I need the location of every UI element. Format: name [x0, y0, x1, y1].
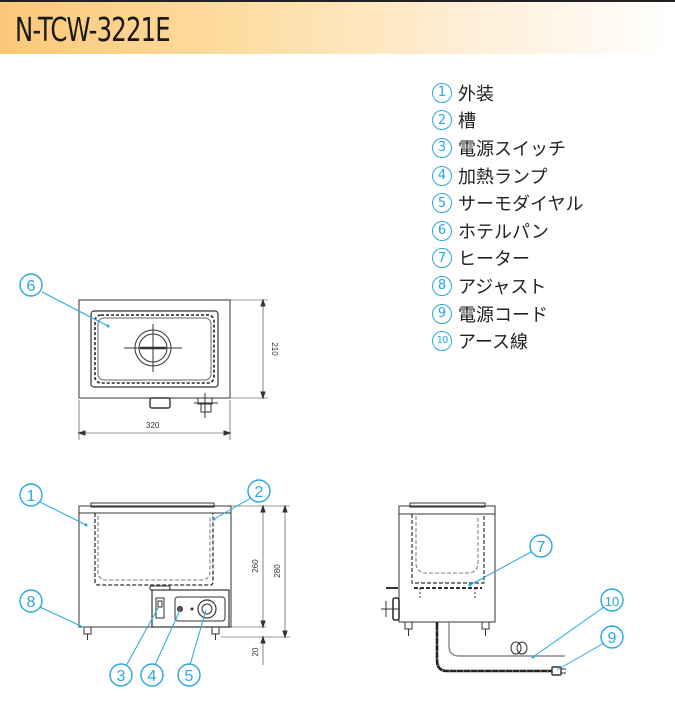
legend-item: 7 ヒーター: [432, 245, 583, 273]
callout-number-icon: 1: [432, 82, 452, 103]
legend-item: 3 電源スイッチ: [432, 134, 583, 162]
svg-text:9: 9: [608, 630, 617, 647]
callout-7: 7: [468, 534, 553, 587]
svg-text:1: 1: [27, 488, 36, 505]
callout-6: 6: [19, 273, 110, 328]
callout-8: 8: [19, 589, 86, 629]
callout-3: 3: [109, 607, 159, 687]
callout-number-icon: 9: [432, 303, 452, 324]
legend-label: 電源コード: [458, 304, 548, 326]
legend-item: 1 外装: [432, 79, 583, 107]
legend-item: 6 ホテルパン: [432, 217, 583, 245]
top-view: [77, 298, 268, 440]
svg-text:8: 8: [27, 594, 36, 611]
dim-total-height-label: 280: [273, 564, 282, 578]
legend-label: ホテルパン: [458, 221, 549, 243]
legend-label: 加熱ランプ: [458, 166, 548, 188]
callout-number-icon: 6: [432, 220, 452, 241]
svg-text:4: 4: [148, 668, 157, 685]
svg-text:6: 6: [27, 278, 36, 295]
legend-item: 5 サーモダイヤル: [432, 189, 583, 217]
callout-10: 10: [531, 588, 624, 659]
legend-label: 外装: [458, 83, 494, 105]
legend-item: 4 加熱ランプ: [432, 162, 583, 190]
legend-label: サーモダイヤル: [458, 194, 584, 216]
dim-inner-height-label: 260: [251, 559, 260, 573]
legend-label: 槽: [458, 111, 476, 133]
svg-text:5: 5: [185, 668, 194, 685]
callout-2: 2: [212, 479, 271, 521]
callout-5: 5: [177, 609, 207, 687]
page-header: N-TCW-3221E: [0, 0, 675, 54]
model-title: N-TCW-3221E: [15, 10, 171, 49]
legend-label: ヒーター: [458, 249, 530, 271]
side-view: [381, 502, 566, 676]
legend-item: 8 アジャスト: [432, 272, 583, 300]
legend-label: アジャスト: [458, 276, 547, 298]
callout-9: 9: [556, 625, 624, 671]
callout-number-icon: 8: [432, 275, 452, 296]
callout-number-icon: 2: [432, 110, 452, 131]
legend-label: 電源スイッチ: [458, 138, 566, 160]
svg-text:7: 7: [537, 539, 546, 556]
callout-4: 4: [140, 609, 181, 687]
callout-number-icon: 5: [432, 193, 452, 214]
legend-item: 10 アース線: [432, 327, 583, 355]
callout-number-icon: 7: [432, 248, 452, 269]
dim-width-label: 320: [146, 421, 160, 430]
dim-depth-label: 210: [270, 342, 279, 356]
dim-foot-label: 20: [251, 647, 260, 656]
svg-text:3: 3: [117, 668, 126, 685]
svg-text:10: 10: [605, 594, 619, 609]
svg-text:2: 2: [255, 484, 264, 501]
legend-label: アース線: [458, 332, 529, 354]
legend-item: 9 電源コード: [432, 300, 583, 328]
callout-1: 1: [19, 483, 88, 527]
callout-number-icon: 3: [432, 137, 452, 158]
callout-number-icon: 4: [432, 165, 452, 186]
front-view: [78, 502, 290, 665]
callout-number-icon: 10: [432, 331, 452, 352]
